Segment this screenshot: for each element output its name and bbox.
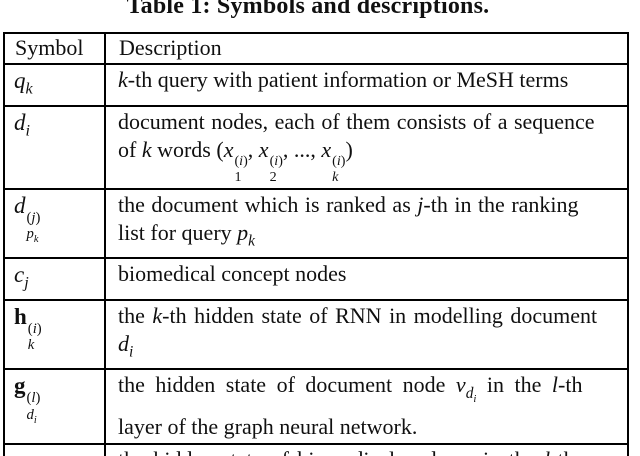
- description-cell: the document which is ranked as j-th in …: [104, 187, 629, 260]
- table-row-dpk: d(j)pk the document which is ranked as j…: [3, 187, 629, 260]
- description-cell: k-th query with patient information or M…: [104, 63, 629, 107]
- table-caption: Table 1: Symbols and descriptions.: [126, 0, 490, 19]
- symbol-cell: g(l)di: [3, 368, 106, 445]
- symbol-cell: g(l)ci: [3, 442, 106, 456]
- table-row-gci: g(l)ci the hidden state of biomedical no…: [3, 442, 629, 456]
- description-cell: the hidden state of document node vdi in…: [104, 368, 629, 445]
- symbol-cell: cj: [3, 257, 106, 301]
- table-row-di: di document nodes, each of them consists…: [3, 104, 629, 190]
- symbol-cell: h(i)k: [3, 298, 106, 371]
- symbols-table: Symbol Description qk k-th query with pa…: [3, 32, 629, 456]
- symbol-cell: qk: [3, 63, 106, 107]
- symbol-cell: d(j)pk: [3, 187, 106, 260]
- symbol-cell: di: [3, 104, 106, 190]
- description-cell: the hidden state of biomedical node vci …: [104, 442, 629, 456]
- table-row-gdi: g(l)di the hidden state of document node…: [3, 368, 629, 445]
- description-cell: the k-th hidden state of RNN in modellin…: [104, 298, 629, 371]
- header-row: Symbol Description: [3, 32, 629, 65]
- column-header-symbol: Symbol: [3, 32, 106, 65]
- column-header-description: Description: [104, 32, 629, 65]
- table-row-qk: qk k-th query with patient information o…: [3, 63, 629, 107]
- table-row-hk: h(i)k the k-th hidden state of RNN in mo…: [3, 298, 629, 371]
- description-cell: document nodes, each of them consists of…: [104, 104, 629, 190]
- table-row-cj: cj biomedical concept nodes: [3, 257, 629, 301]
- description-cell: biomedical concept nodes: [104, 257, 629, 301]
